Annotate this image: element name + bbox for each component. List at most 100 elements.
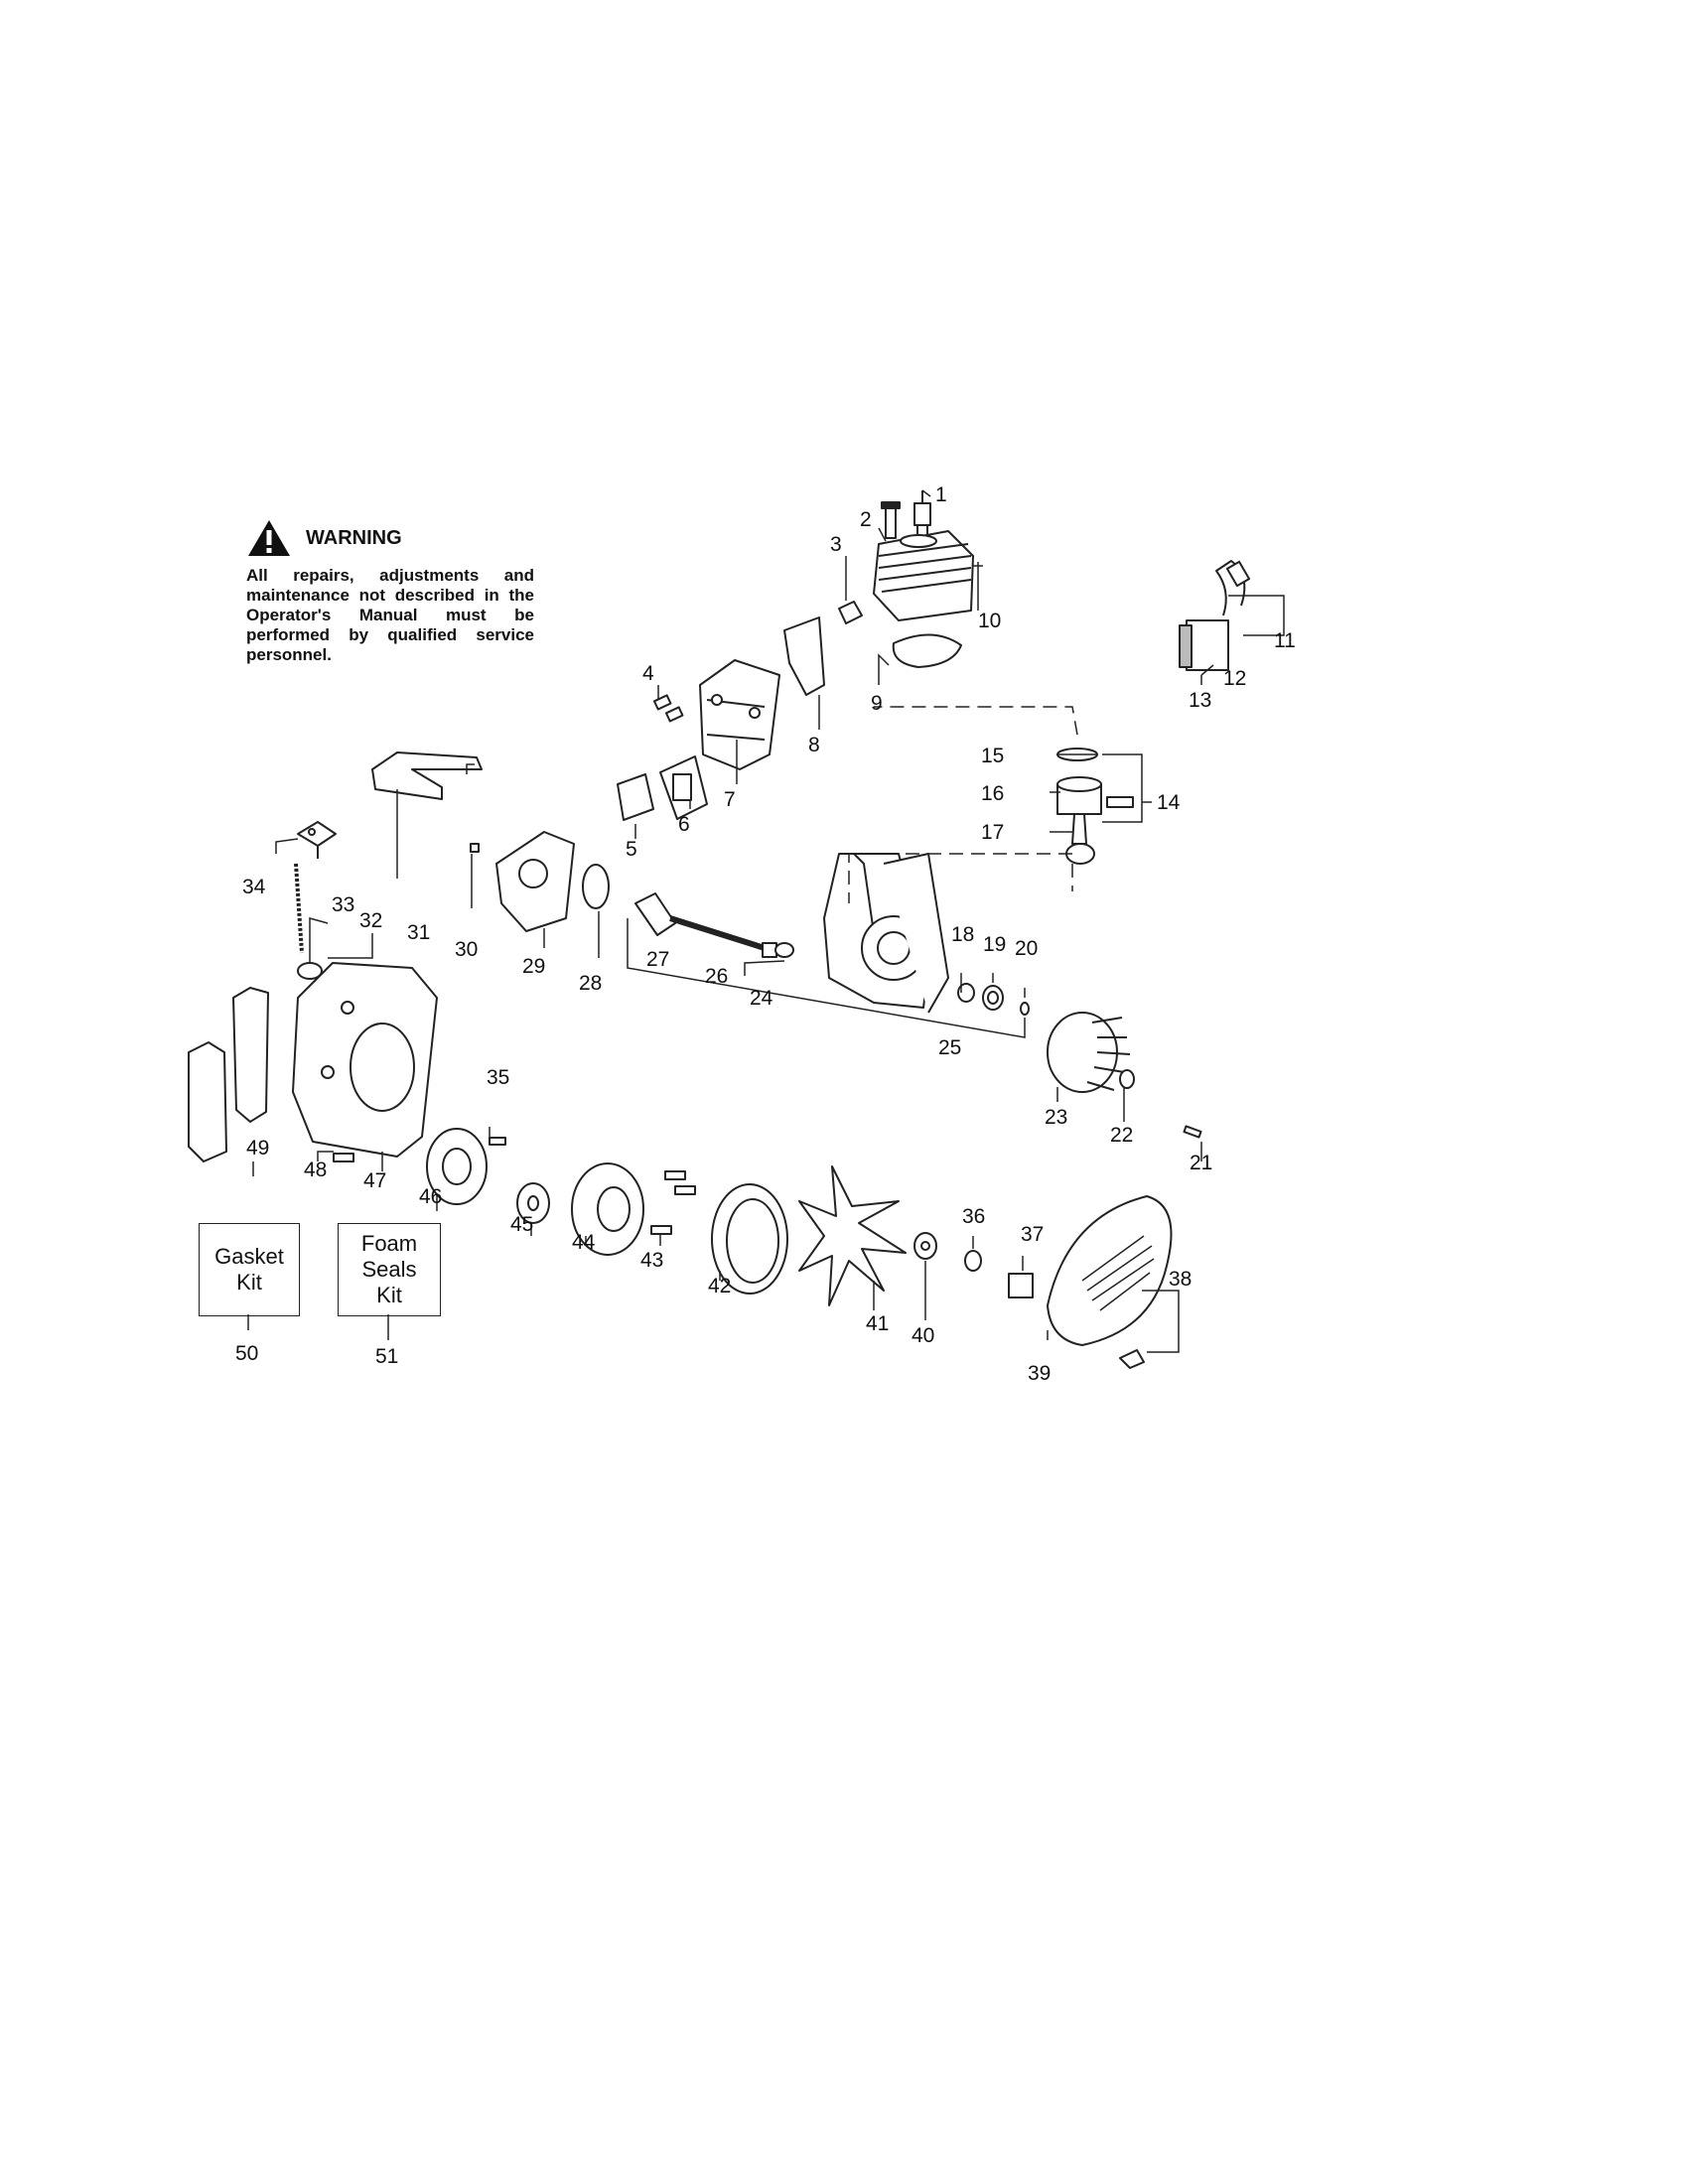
- callout-20: 20: [1015, 937, 1038, 960]
- callout-21: 21: [1190, 1152, 1212, 1174]
- foam-seals-kit-box: Foam Seals Kit: [338, 1223, 441, 1316]
- part-26-nut: [774, 942, 794, 958]
- part-34-key: [297, 821, 337, 859]
- callout-7: 7: [724, 788, 736, 811]
- part-39-cover: [1047, 1195, 1173, 1346]
- warning-triangle-icon: [248, 520, 290, 556]
- part-40-nut: [913, 1232, 937, 1260]
- part-48-screw: [333, 1153, 354, 1162]
- callout-39: 39: [1028, 1362, 1051, 1385]
- part-5-bracket: [617, 773, 654, 821]
- part-49-foam: [188, 987, 269, 1162]
- callout-9: 9: [871, 692, 883, 715]
- warning-notice: WARNING All repairs, adjustments and mai…: [246, 518, 534, 665]
- part-13-ignition-module: [1179, 560, 1251, 671]
- part-4-screws: [652, 694, 684, 723]
- callout-13: 13: [1189, 689, 1211, 712]
- callout-15: 15: [981, 745, 1004, 767]
- part-46-pulley: [426, 1128, 488, 1205]
- callout-17: 17: [981, 821, 1004, 844]
- callout-24: 24: [750, 987, 773, 1010]
- callout-27: 27: [646, 948, 669, 971]
- part-16-piston: [1056, 776, 1134, 815]
- part-18-seal: [957, 983, 975, 1003]
- callout-40: 40: [912, 1324, 934, 1347]
- callout-37: 37: [1021, 1223, 1044, 1246]
- callout-33: 33: [332, 893, 354, 916]
- callout-42: 42: [708, 1275, 731, 1297]
- callout-29: 29: [522, 955, 545, 978]
- callout-41: 41: [866, 1312, 889, 1335]
- part-drawings: [188, 490, 1251, 1369]
- callout-31: 31: [407, 921, 430, 944]
- part-3-block: [838, 601, 863, 624]
- part-43-screws: [650, 1170, 696, 1235]
- callout-47: 47: [363, 1169, 386, 1192]
- part-44-starter: [571, 1162, 644, 1256]
- callout-10: 10: [978, 610, 1001, 632]
- part-8-shield: [783, 616, 825, 696]
- callout-16: 16: [981, 782, 1004, 805]
- callout-1: 1: [935, 483, 947, 506]
- part-36-washer: [964, 1250, 982, 1272]
- warning-title: WARNING: [306, 526, 402, 549]
- part-27-crankshaft: [634, 892, 777, 958]
- callout-12: 12: [1223, 667, 1246, 690]
- callout-8: 8: [808, 734, 820, 756]
- part-2-bolt: [881, 501, 901, 539]
- part-28-oring: [582, 864, 610, 909]
- part-42-housing: [711, 1183, 788, 1295]
- callout-14: 14: [1157, 791, 1181, 814]
- callout-25: 25: [938, 1036, 961, 1059]
- part-19-bearing: [982, 985, 1004, 1011]
- callout-49: 49: [246, 1137, 269, 1160]
- part-1-spark-plug: [913, 490, 931, 540]
- part-10-cylinder: [873, 530, 974, 621]
- callout-4: 4: [642, 662, 654, 685]
- callout-23: 23: [1045, 1106, 1067, 1129]
- part-20-ring: [1020, 1002, 1030, 1016]
- callout-38: 38: [1169, 1268, 1192, 1291]
- warning-text: All repairs, adjustments and maintenance…: [246, 566, 534, 664]
- callout-26: 26: [705, 965, 728, 988]
- part-30-screw: [470, 843, 480, 853]
- part-7-muffler: [699, 659, 780, 770]
- callout-43: 43: [640, 1249, 663, 1272]
- callout-28: 28: [579, 972, 602, 995]
- callout-18: 18: [951, 923, 974, 946]
- callout-44: 44: [572, 1231, 596, 1254]
- part-9-gasket: [892, 633, 962, 668]
- callout-50: 50: [235, 1342, 258, 1365]
- callout-51: 51: [375, 1345, 398, 1368]
- part-23-flywheel: [1047, 1012, 1131, 1093]
- part-6-gasket: [659, 755, 708, 820]
- callout-34: 34: [242, 876, 266, 898]
- callout-45: 45: [510, 1213, 533, 1236]
- part-29-mount: [495, 831, 575, 932]
- callout-19: 19: [983, 933, 1006, 956]
- part-47-housing: [292, 962, 438, 1158]
- callout-46: 46: [419, 1185, 442, 1208]
- callout-11: 11: [1274, 629, 1296, 652]
- part-22-washer: [1119, 1069, 1135, 1089]
- callout-48: 48: [304, 1159, 327, 1181]
- part-41-impeller: [798, 1165, 907, 1306]
- part-37-bushing: [1008, 1273, 1034, 1298]
- part-25-crankcase: [823, 853, 949, 1014]
- callout-labels: 1 2 3 4 5 6 7 8 9 10 11 12 13 14 15 16 1…: [235, 483, 1296, 1385]
- part-31-gasket: [371, 751, 483, 800]
- callout-6: 6: [678, 813, 690, 836]
- leader-lines: [247, 489, 1285, 1353]
- part-33-spring: [294, 863, 304, 954]
- part-35-screw: [489, 1137, 506, 1146]
- callout-35: 35: [487, 1066, 509, 1089]
- gasket-kit-box: Gasket Kit: [199, 1223, 300, 1316]
- callout-32: 32: [359, 909, 382, 932]
- callout-30: 30: [455, 938, 478, 961]
- part-45-washer: [516, 1182, 550, 1224]
- callout-22: 22: [1110, 1124, 1133, 1147]
- callout-3: 3: [830, 533, 842, 556]
- part-38-clip: [1119, 1349, 1145, 1369]
